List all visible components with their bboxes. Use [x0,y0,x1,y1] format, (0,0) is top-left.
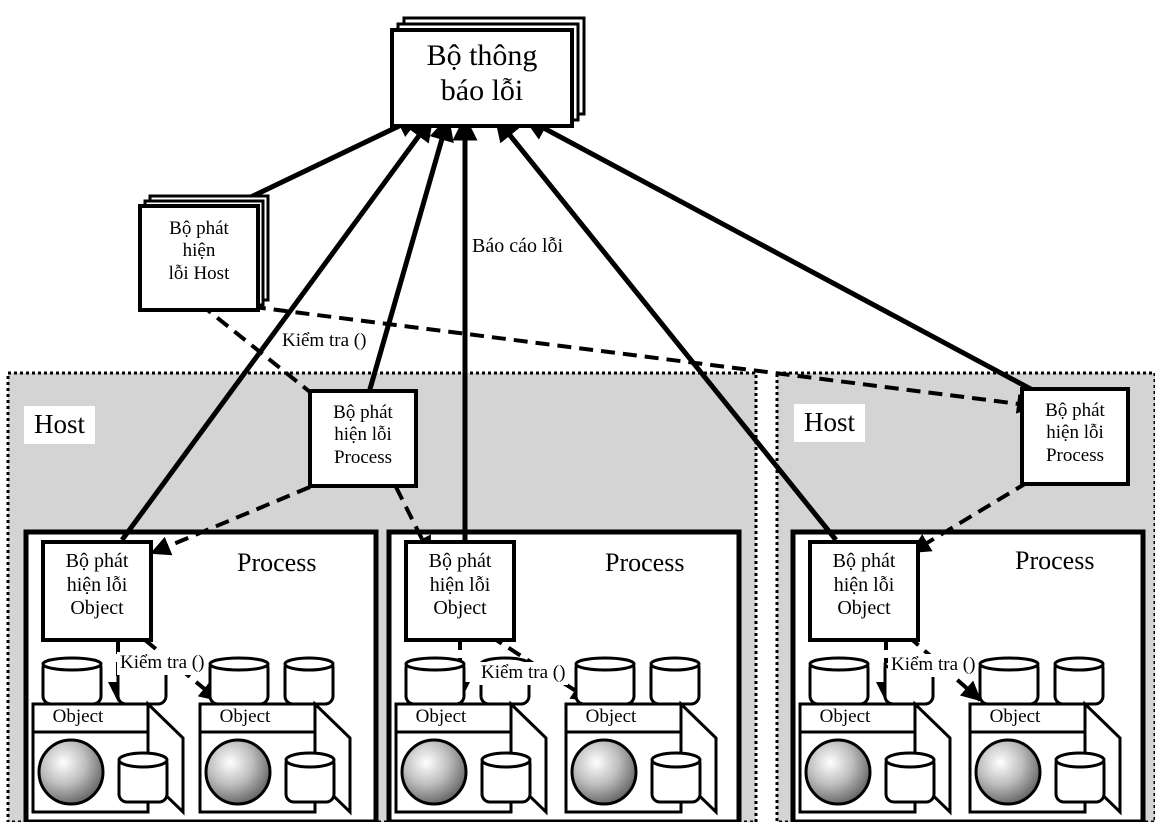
host-detector-box [138,194,270,312]
process-detector-1-line1: Bộ phát [333,402,393,423]
process-detector-box-1 [308,389,418,488]
notifier-box [390,16,586,128]
object-label-3: Object [415,706,467,727]
process-detector-1-line3: Process [333,446,393,468]
check-label-2: Kiểm tra () [478,662,569,685]
notifier-label-line2: báo lỗi [440,74,524,108]
report-arrows [119,113,1042,542]
check-label-1: Kiểm tra () [117,652,208,675]
object-detector-2-line2: hiện lỗi [429,573,491,596]
object-detector-3-line2: hiện lỗi [833,573,895,596]
object-detector-2-line1: Bộ phát [428,550,492,572]
process-detector-1-line2: hiện lỗi [334,424,392,446]
object-icon-2 [198,656,352,816]
process-detector-2-line3: Process [1045,444,1105,466]
object-detector-label-2: Bộ phát hiện lỗi Object [406,550,514,621]
object-label-2: Object [219,706,271,727]
object-detector-3-line1: Bộ phát [832,550,896,572]
report-label: Báo cáo lỗi [469,234,567,258]
host-detector-line1: Bộ phát [169,218,229,239]
process-detector-2-line1: Bộ phát [1045,400,1105,421]
object-detector-label-1: Bộ phát hiện lỗi Object [43,550,151,621]
process-title-2: Process [605,548,685,577]
object-detector-box-2 [404,540,516,642]
object-icon-4 [564,656,718,816]
object-detector-box-1 [41,540,153,642]
process-detector-label-1: Bộ phát hiện lỗi Process [310,402,416,469]
object-detector-2-line3: Object [433,597,487,620]
object-icons [31,656,1122,816]
object-label-6: Object [989,706,1041,727]
object-icon-3 [394,656,548,816]
object-detector-box-3 [808,540,920,642]
check-label-3: Kiểm tra () [888,654,979,677]
process-detector-2-line2: hiện lỗi [1046,422,1104,444]
object-label-4: Object [585,706,637,727]
host-detector-label: Bộ phát hiện lỗi Host [140,218,258,285]
object-detector-1-line1: Bộ phát [65,550,129,572]
host-label-left: Host [24,406,96,444]
notifier-label: Bộ thông báo lỗi [392,38,572,109]
object-detector-label-3: Bộ phát hiện lỗi Object [810,550,918,621]
process-detector-box-2 [1020,387,1130,486]
host-detector-line2: hiện [182,240,216,262]
host-label-right: Host [794,404,866,442]
host-detector-line3: lỗi Host [168,262,230,284]
object-icon-6 [968,656,1122,816]
object-detector-1-line3: Object [70,597,124,620]
object-label-5: Object [819,706,871,727]
process-detector-label-2: Bộ phát hiện lỗi Process [1022,400,1128,467]
object-detector-1-line2: hiện lỗi [66,573,128,596]
notifier-label-line1: Bộ thông [426,39,538,72]
process-title-1: Process [237,548,317,577]
process-title-3: Process [1015,546,1095,575]
object-label-1: Object [52,706,104,727]
check-label-top: Kiểm tra () [279,330,370,353]
object-detector-3-line3: Object [837,597,891,620]
